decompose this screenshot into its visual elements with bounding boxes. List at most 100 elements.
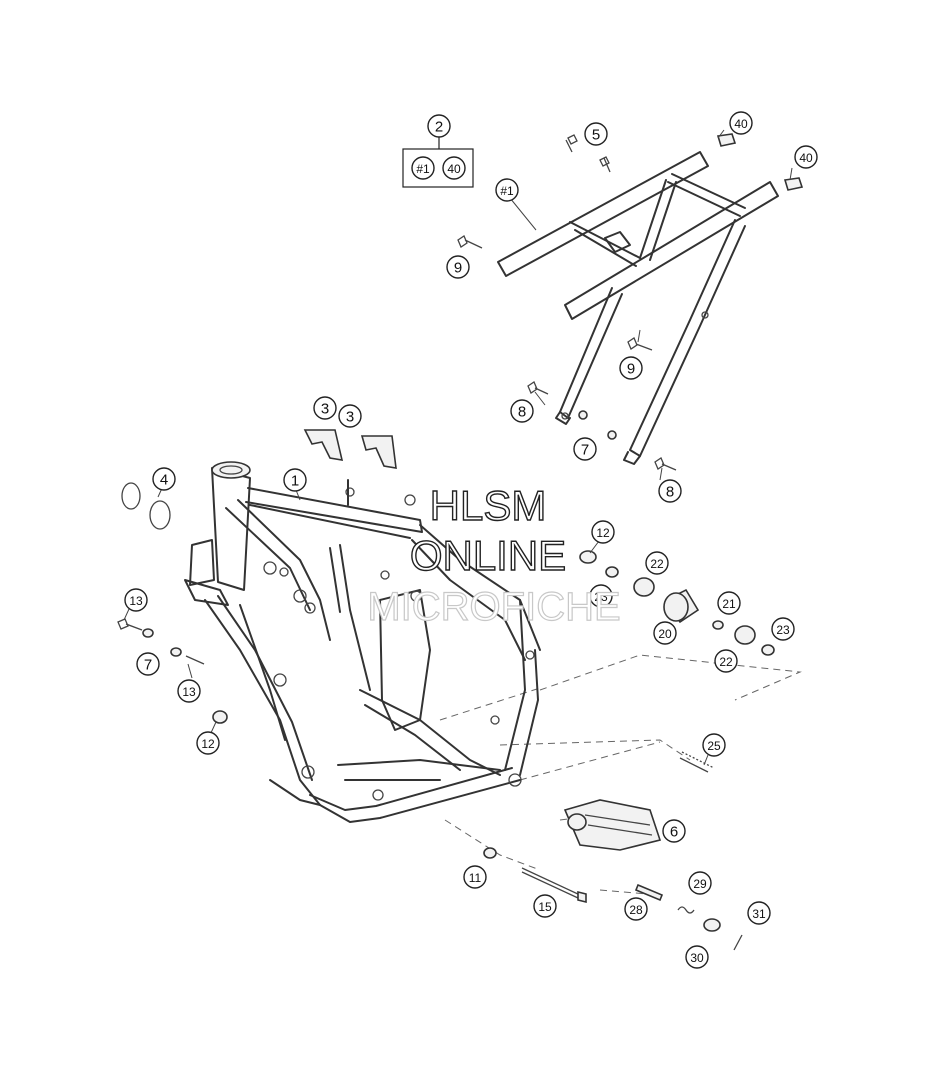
callout-circle (662, 819, 686, 843)
callout-23: 23 (589, 584, 613, 608)
callout-number: 8 (666, 484, 674, 501)
callout-22: 22 (714, 649, 738, 673)
callout-25: 25 (702, 733, 726, 757)
kit-content-item: 40 (447, 162, 461, 176)
callout-number: 29 (693, 877, 707, 891)
callout-13: 13 (177, 679, 201, 703)
callout-9: 9 (619, 356, 643, 380)
assembly-guide-lines (439, 654, 802, 896)
callout-circle (771, 617, 795, 641)
callout-8: 8 (658, 479, 682, 503)
kit-callout-circle (427, 114, 451, 138)
callout-40: 40 (794, 145, 818, 169)
callout-circle (338, 404, 362, 428)
callout-number: 40 (799, 151, 813, 165)
callout-circle (177, 679, 201, 703)
left-hardware (117, 618, 228, 724)
watermark: HLSM ONLINE MICROFICHE (367, 481, 622, 629)
callout-number: 23 (594, 590, 608, 604)
callout-circle (589, 584, 613, 608)
callout-28: 28 (624, 897, 648, 921)
callout-number: 28 (629, 903, 643, 917)
callout-number: 25 (707, 739, 721, 753)
callout-number: 13 (182, 685, 196, 699)
callout-circle (714, 649, 738, 673)
callout-circle (573, 437, 597, 461)
callout-40: 40 (729, 111, 753, 135)
callout-circle (717, 591, 741, 615)
callout-11: 11 (463, 865, 487, 889)
callout-circle (591, 520, 615, 544)
callout-9: 9 (446, 255, 470, 279)
frame-guards (303, 429, 397, 469)
callout-circle (495, 178, 519, 202)
callout-number: 30 (690, 951, 704, 965)
callout-number: 7 (581, 442, 589, 459)
kit-callout-circle (442, 156, 466, 180)
callout-number: 22 (719, 655, 733, 669)
shock-mount-parts (579, 550, 775, 656)
callout-21: 21 (717, 591, 741, 615)
callout-31: 31 (747, 901, 771, 925)
callout-circle (446, 255, 470, 279)
callout-number: 13 (129, 594, 143, 608)
callout-circle (196, 731, 220, 755)
callout-number: 23 (776, 623, 790, 637)
callout-number: 11 (469, 871, 482, 885)
callout-circle (729, 111, 753, 135)
callout-circle (124, 588, 148, 612)
callout-circle (685, 945, 709, 969)
callout-number: 5 (592, 127, 600, 144)
callout-number: 4 (160, 472, 168, 489)
callout-circle (619, 356, 643, 380)
callout-circle (624, 897, 648, 921)
callout-number: 12 (201, 737, 215, 751)
callout-5: 5 (584, 122, 608, 146)
watermark-line-2: ONLINE (410, 532, 566, 579)
callout-number: 20 (658, 627, 672, 641)
callout-circle (702, 733, 726, 757)
callout-number: 9 (627, 361, 635, 378)
callout-3: 3 (313, 396, 337, 420)
footpeg-hardware (483, 751, 743, 951)
kit-callout-circle (411, 156, 435, 180)
callout-number: 1 (291, 473, 299, 490)
callout-number: 21 (722, 597, 736, 611)
callout-circle (136, 652, 160, 676)
callout-number: 15 (538, 900, 552, 914)
callout-sub1: #1 (495, 178, 519, 202)
callout-12: 12 (196, 731, 220, 755)
callout-number: 8 (518, 404, 526, 421)
subframe-hardware (457, 133, 804, 471)
callout-circle (313, 396, 337, 420)
callout-15: 15 (533, 894, 557, 918)
callout-circle (794, 145, 818, 169)
callout-4: 4 (152, 467, 176, 491)
callout-7: 7 (573, 437, 597, 461)
kit-content-item: #1 (416, 162, 430, 176)
watermark-line-1: HLSM (430, 482, 547, 529)
callout-number: 12 (596, 526, 610, 540)
rear-subframe (497, 151, 779, 465)
callout-circle (658, 479, 682, 503)
callout-12: 12 (591, 520, 615, 544)
callout-circle (688, 871, 712, 895)
callout-number: 3 (346, 409, 354, 426)
callout-8: 8 (510, 399, 534, 423)
callout-30: 30 (685, 945, 709, 969)
callout-number: 6 (670, 824, 678, 841)
callout-number: 7 (144, 657, 152, 674)
callout-circle (463, 865, 487, 889)
callout-circle (533, 894, 557, 918)
callout-circle (584, 122, 608, 146)
watermark-line-3: MICROFICHE (367, 585, 620, 629)
callout-number: 31 (752, 907, 766, 921)
callout-7: 7 (136, 652, 160, 676)
callout-number: #1 (500, 184, 514, 198)
callout-13: 13 (124, 588, 148, 612)
callout-circle (653, 621, 677, 645)
leader-lines (123, 129, 793, 766)
callout-6: 6 (662, 819, 686, 843)
